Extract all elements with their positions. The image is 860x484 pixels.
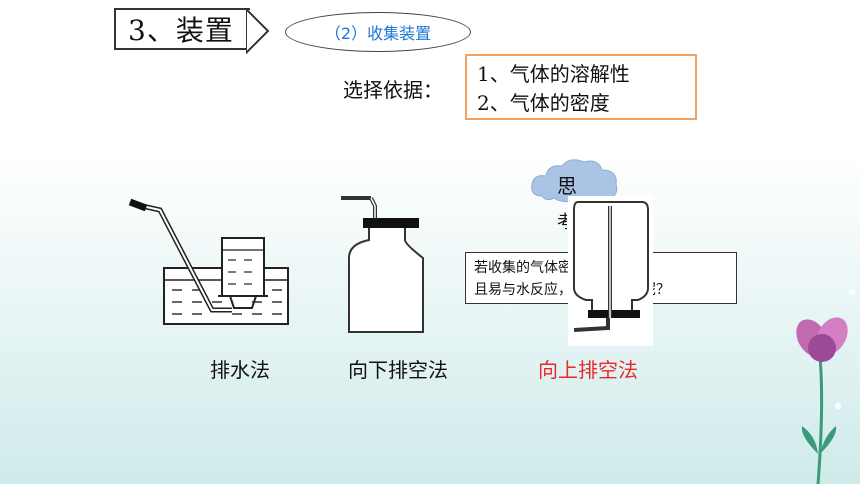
section-title: 3、装置 bbox=[114, 8, 250, 50]
downward-displacement-apparatus-icon bbox=[341, 196, 424, 333]
method-upward-displacement: 向上排空法 bbox=[538, 358, 638, 382]
think-cloud-partial-text: 考 bbox=[557, 212, 575, 233]
method-water-displacement: 排水法 bbox=[210, 358, 270, 382]
subtitle-ellipse: （2）收集装置 bbox=[285, 12, 471, 52]
basis-label: 选择依据： bbox=[343, 78, 443, 102]
basis-item-solubility: 1、气体的溶解性 bbox=[477, 62, 630, 86]
water-displacement-apparatus-icon bbox=[128, 198, 289, 325]
upward-displacement-overlay-icon bbox=[568, 196, 653, 346]
flower-decoration-icon bbox=[796, 289, 855, 484]
think-cloud-text: 思 bbox=[557, 174, 577, 198]
title-arrow-icon bbox=[246, 8, 270, 54]
basis-item-density: 2、气体的密度 bbox=[477, 91, 610, 115]
basis-box: 1、气体的溶解性 2、气体的密度 bbox=[465, 54, 697, 120]
subtitle-text: （2）收集装置 bbox=[324, 24, 432, 43]
method-downward-displacement: 向下排空法 bbox=[348, 358, 448, 382]
